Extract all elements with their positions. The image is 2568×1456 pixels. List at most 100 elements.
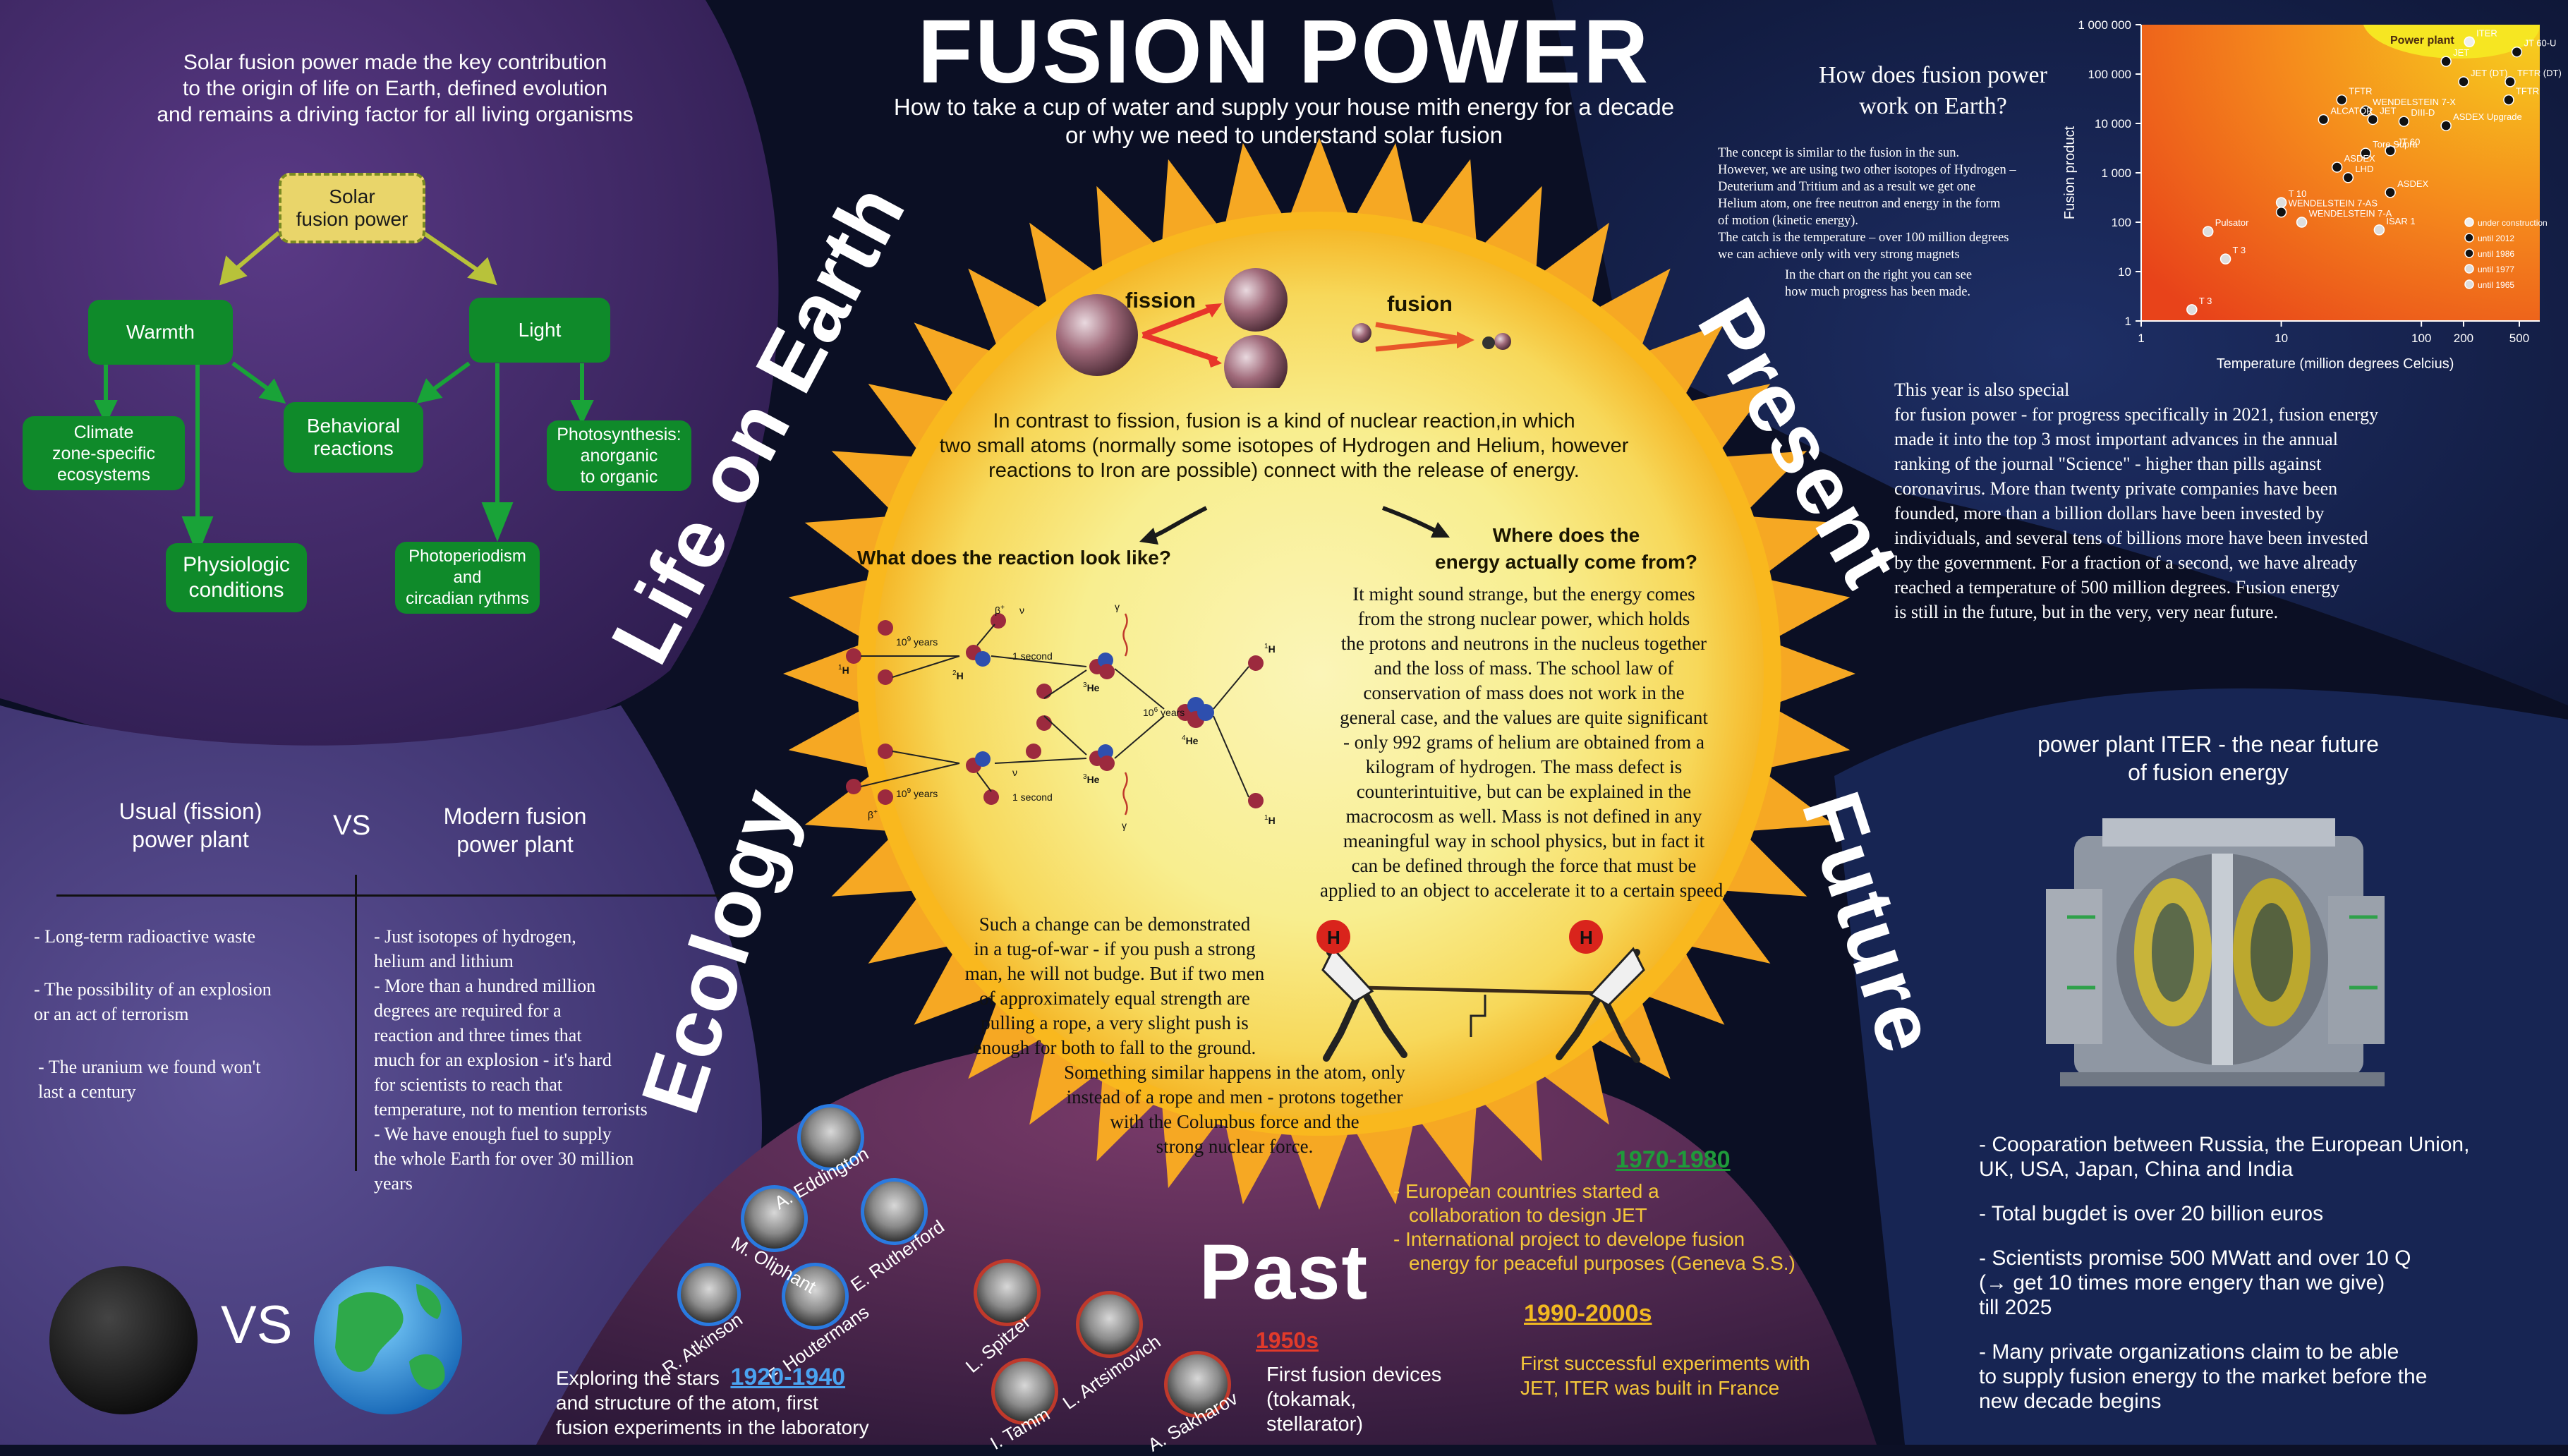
data-point [2318,114,2330,126]
data-point-label: TFTR [2516,86,2539,97]
x-tick-label: 500 [2509,332,2529,345]
data-point-label: Pulsator [2215,217,2249,228]
chart-note: In the chart on the right you can see ho… [1785,267,2095,301]
tug-explanation-1: Such a change can be demonstrated in a t… [935,912,1295,1060]
text-line: Deuterium and Tritium and as a result we… [1718,180,1976,194]
tug-of-war-illustration: H H [1316,920,1645,1063]
h-label: H [1327,927,1340,948]
fusion-column-title: Modern fusion power plant [409,802,621,859]
fission-column-title: Usual (fission) power plant [85,797,296,854]
era-1990-2000s: First successful experiments with JET, I… [1520,1351,1810,1400]
data-point [2385,187,2396,198]
heading-line: of fusion energy [2128,760,2289,785]
text-line: of approximately equal strength are [979,988,1250,1009]
text-line: how much progress has been made. [1785,285,1971,299]
time-label-2: 109 years [896,787,938,799]
fragment-nucleus-icon [1224,268,1288,332]
box-line: anorganic [580,446,658,466]
data-point [2458,76,2469,87]
text-line: coronavirus. More than twenty private co… [1894,478,2338,499]
box-line: to organic [580,467,658,487]
beta-plus-label: β+ [995,604,1005,616]
h1-label: 1H [1264,643,1276,655]
warmth-box: Warmth [88,300,233,365]
text-line: the protons and neutrons in the nucleus … [1340,633,1707,654]
box-line: Behavioral [306,415,401,437]
present-question: How does fusion power work on Earth? [1792,60,2074,122]
text-line: much for an explosion - it's hard [374,1050,612,1070]
h1-label: 1H [1264,814,1276,826]
era-1950s: First fusion devices (tokamak, stellarat… [1266,1363,1441,1437]
data-point [2398,116,2410,127]
data-point-label: T 3 [2233,245,2246,255]
era-1990-2000s-label: 1990-2000s [1524,1300,1652,1327]
portrait-atkinson [677,1263,741,1326]
portrait-rutherford [861,1178,928,1245]
one-second-label: 1 second [1012,650,1053,662]
fission-drawbacks: - Long-term radioactive waste - The poss… [34,924,344,1131]
legend-marker [2464,233,2474,243]
neutron-icon [1482,336,1495,349]
h-label: H [1580,927,1593,948]
time-label-3: 106 years [1143,706,1185,718]
text-line: First successful experiments with [1520,1352,1810,1374]
portrait-sakharov [1164,1351,1231,1418]
question-line: How does fusion power [1819,62,2047,88]
section-title-past: Past [1199,1229,1369,1316]
life-intro-line: Solar fusion power made the key contribu… [183,51,607,74]
data-point [2464,36,2475,48]
data-point-label: JT 60-U [2524,38,2556,49]
text-line: the whole Earth for over 30 million [374,1148,634,1169]
text-line: (tokamak, [1266,1388,1357,1411]
dead-earth-icon [49,1266,198,1414]
data-point-label: ASDEX [2344,153,2375,164]
text-line: (→ get 10 times more engery than we give… [1979,1271,2385,1294]
box-line: reactions [313,437,394,459]
fusion-label: fusion [1387,291,1453,316]
text-line: Such a change can be demonstrated [979,914,1251,935]
legend-marker [2464,279,2474,289]
legend-label: until 1977 [2478,265,2514,274]
legend-label: under construction [2478,218,2548,228]
text-line: counterintuitive, but can be explained i… [1356,781,1692,802]
text-line: - The uranium we found won't [38,1057,261,1077]
fission-label: fission [1125,288,1196,313]
heavy-nucleus-icon [1056,294,1138,376]
text-line: from the strong nuclear power, which hol… [1357,608,1690,629]
text-line: JET, ITER was built in France [1520,1377,1780,1399]
data-point [2219,253,2231,265]
box-line: circadian rythms [406,589,529,608]
text-line: fusion experiments in the laboratory [556,1416,869,1438]
text-line: conservation of mass does not work in th… [1363,682,1685,703]
data-point-label: ISAR 1 [2386,216,2415,226]
text-line: pulling a rope, a very slight push is [981,1012,1249,1033]
life-intro: Solar fusion power made the key contribu… [85,49,705,128]
data-point-label: JET (DT) [2471,68,2507,78]
plot-area [2141,25,2540,321]
data-point [2385,145,2396,157]
text-line: man, he will not budge. But if two men [964,963,1265,984]
era-1970-1980: - European countries started a collabora… [1393,1179,1915,1275]
he4-label: 4He [1182,734,1199,746]
text-line: This year is also special [1894,380,2070,400]
legend-label: until 1986 [2478,249,2514,259]
text-line: - only 992 grams of helium are obtained … [1343,732,1705,753]
text-line: of motion (kinetic energy). [1718,214,1858,228]
x-tick-label: 10 [2275,332,2288,345]
power-plant-label: Power plant [2390,35,2454,47]
h1-label: 1H [838,664,849,676]
text-line: Something similar happens in the atom, o… [1064,1062,1405,1083]
earth-comparison [49,1266,462,1414]
text-line: - International project to develope fusi… [1393,1228,1745,1250]
fusion-advantages: - Just isotopes of hydrogen,helium and l… [374,924,727,1196]
text-line: made it into the top 3 most important ad… [1894,429,2338,449]
x-tick-label: 200 [2454,332,2473,345]
text-line: kilogram of hydrogen. The mass defect is [1365,756,1683,777]
data-point [2511,46,2523,58]
y-axis-label: Fusion product [2062,126,2078,219]
